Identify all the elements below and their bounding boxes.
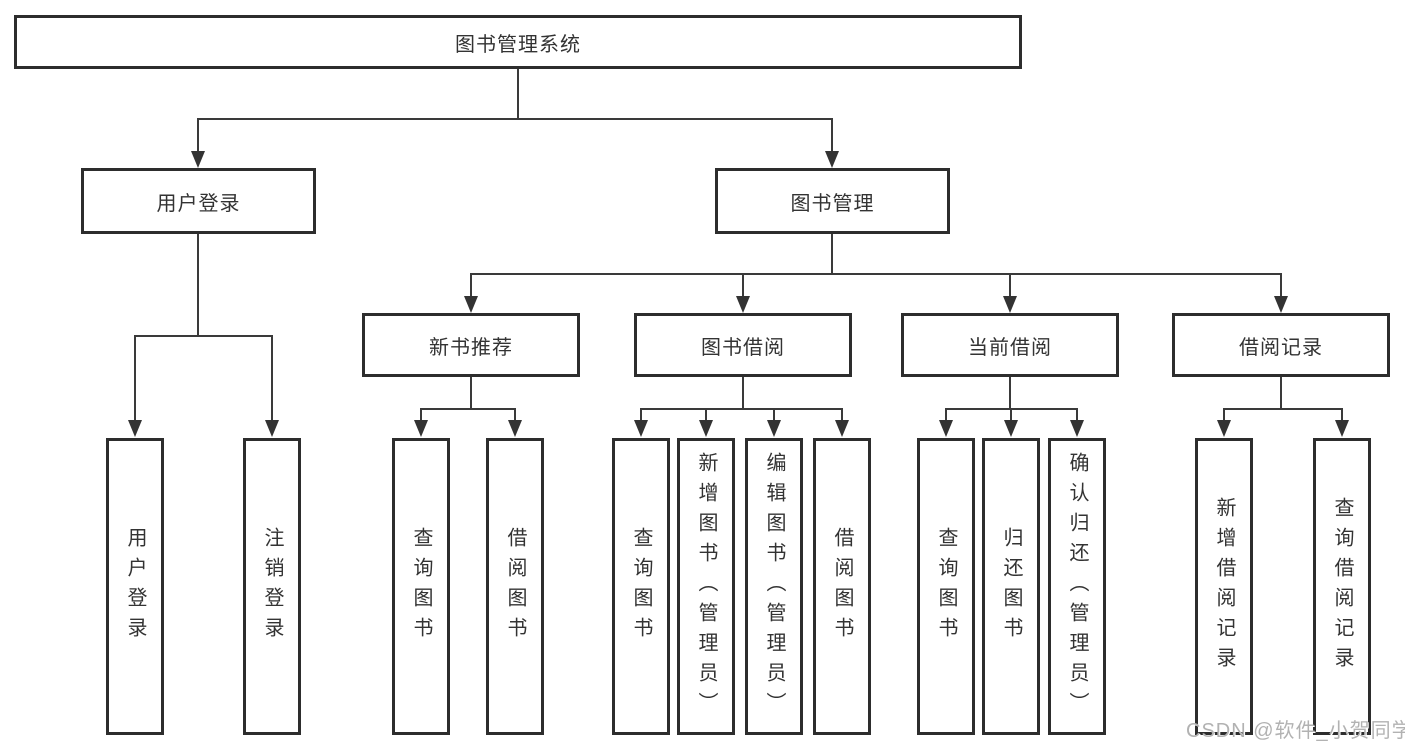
arrowhead-leaf-a2 (265, 420, 279, 437)
arrowhead-records (1274, 296, 1288, 313)
arrowhead-leaf-e1 (1217, 420, 1231, 437)
leaf-query-borrow-record: 查询借阅记录 (1313, 438, 1371, 735)
leaf-user-login: 用户登录 (106, 438, 164, 735)
node-book-borrowing: 图书借阅 (634, 313, 852, 377)
arrowhead-borrow (736, 296, 750, 313)
leaf-add-books-admin: 新增图书（管理员） (677, 438, 735, 735)
leaf-confirm-return-admin: 确认归还（管理员） (1048, 438, 1106, 735)
arrowhead-leaf-d1 (939, 420, 953, 437)
arrowhead-login (191, 151, 205, 168)
arrowhead-leaf-d2 (1004, 420, 1018, 437)
arrowhead-leaf-b1 (414, 420, 428, 437)
connector-borrow-bracket (640, 408, 843, 422)
leaf-borrow-books-borrow: 借阅图书 (813, 438, 871, 735)
arrowhead-leaf-d3 (1070, 420, 1084, 437)
leaf-query-books-newbook: 查询图书 (392, 438, 450, 735)
arrowhead-mgmt (825, 151, 839, 168)
leaf-query-books-current: 查询图书 (917, 438, 975, 735)
leaf-borrow-books-newbook: 借阅图书 (486, 438, 544, 735)
leaf-add-borrow-record: 新增借阅记录 (1195, 438, 1253, 735)
node-current-borrowing: 当前借阅 (901, 313, 1119, 377)
connector-records-bracket (1223, 408, 1343, 422)
arrowhead-current (1003, 296, 1017, 313)
arrowhead-newbook (464, 296, 478, 313)
arrowhead-leaf-c4 (835, 420, 849, 437)
leaf-logout: 注销登录 (243, 438, 301, 735)
arrowhead-leaf-c1 (634, 420, 648, 437)
arrowhead-leaf-c2 (699, 420, 713, 437)
node-borrowing-records: 借阅记录 (1172, 313, 1390, 377)
node-book-management: 图书管理 (715, 168, 950, 234)
connector-login-bracket (134, 335, 273, 422)
leaf-edit-books-admin: 编辑图书（管理员） (745, 438, 803, 735)
connector-level3-bracket (470, 273, 1282, 298)
node-root-library-system: 图书管理系统 (14, 15, 1022, 69)
node-new-book-recommend: 新书推荐 (362, 313, 580, 377)
leaf-return-books: 归还图书 (982, 438, 1040, 735)
arrowhead-leaf-b2 (508, 420, 522, 437)
node-user-login: 用户登录 (81, 168, 316, 234)
arrowhead-leaf-e2 (1335, 420, 1349, 437)
connector-newbook-bracket (420, 408, 516, 422)
leaf-query-books-borrow: 查询图书 (612, 438, 670, 735)
arrowhead-leaf-c3 (767, 420, 781, 437)
csdn-watermark: CSDN @软件_小贺同学 (1186, 720, 1405, 742)
arrowhead-leaf-a1 (128, 420, 142, 437)
connector-level2-bracket (197, 118, 833, 153)
